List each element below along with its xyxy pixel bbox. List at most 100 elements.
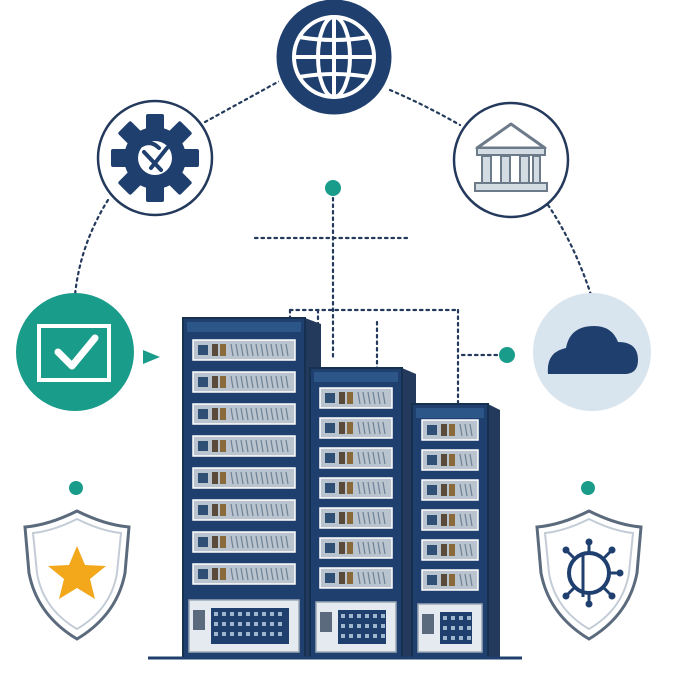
bank-building-icon xyxy=(452,101,570,219)
rack-top-bar xyxy=(314,372,398,382)
drive-vent-stripe xyxy=(240,535,244,549)
drive-vent-stripe xyxy=(275,471,279,485)
drive-vent-stripe xyxy=(372,511,376,525)
drive-vent-stripe xyxy=(357,571,361,585)
drive-vent-stripe xyxy=(377,481,381,495)
drive-vent-stripe xyxy=(240,439,244,453)
drive-vent-stripe xyxy=(250,375,254,389)
drive-vent-stripe xyxy=(382,511,386,525)
drive-status-light xyxy=(198,409,208,419)
drive-vent-stripe xyxy=(270,439,274,453)
drive-status-light xyxy=(325,543,335,553)
rack-power-switch xyxy=(193,610,205,630)
drive-vent-stripe xyxy=(382,451,386,465)
drive-vent-stripe xyxy=(240,407,244,421)
drive-vent-stripe xyxy=(382,391,386,405)
rack-port xyxy=(349,634,353,638)
drive-vent-stripe xyxy=(260,535,264,549)
drive-vent-stripe xyxy=(270,471,274,485)
rack-port xyxy=(373,624,377,628)
drive-indicator xyxy=(449,454,455,466)
rack-port xyxy=(222,622,226,626)
rack-port xyxy=(238,632,242,636)
drive-indicator xyxy=(449,484,455,496)
drive-vent-stripe xyxy=(270,503,274,517)
drive-indicator xyxy=(441,454,447,466)
drive-indicator xyxy=(449,514,455,526)
drive-vent-stripe xyxy=(235,567,239,581)
drive-indicator xyxy=(212,344,218,356)
drive-slot xyxy=(192,563,296,585)
rack-port xyxy=(254,622,258,626)
drive-vent-stripe xyxy=(265,567,269,581)
drive-vent-stripe xyxy=(230,407,234,421)
rack-port xyxy=(214,632,218,636)
drive-indicator xyxy=(212,408,218,420)
drive-vent-stripe xyxy=(464,423,468,437)
drive-status-light xyxy=(427,515,437,525)
drive-vent-stripe xyxy=(285,535,289,549)
drive-vent-stripe xyxy=(367,481,371,495)
right-rack xyxy=(411,403,500,659)
rack-port xyxy=(222,632,226,636)
drive-status-light xyxy=(198,505,208,515)
drive-vent-stripe xyxy=(250,503,254,517)
drive-status-light xyxy=(325,393,335,403)
rack-port-grid xyxy=(338,610,386,644)
rack-port xyxy=(357,634,361,638)
drive-slot xyxy=(192,499,296,521)
drive-status-light xyxy=(198,377,208,387)
drive-vent-stripe xyxy=(265,343,269,357)
drive-vent-stripe xyxy=(362,481,366,495)
drive-vent-stripe xyxy=(280,535,284,549)
drive-vent-stripe xyxy=(469,483,473,497)
drive-vent-stripe xyxy=(372,451,376,465)
rack-top-bar xyxy=(187,322,301,332)
drive-vent-stripe xyxy=(260,567,264,581)
drive-vent-stripe xyxy=(265,439,269,453)
drive-vent-stripe xyxy=(265,503,269,517)
drive-vent-stripe xyxy=(260,471,264,485)
drive-indicator xyxy=(339,392,345,404)
drive-vent-stripe xyxy=(285,567,289,581)
drive-slot xyxy=(319,537,393,559)
rack-port xyxy=(230,632,234,636)
node-dots xyxy=(69,180,595,495)
drive-vent-stripe xyxy=(372,571,376,585)
drive-status-light xyxy=(427,455,437,465)
drive-vent-stripe xyxy=(240,343,244,357)
drive-vent-stripe xyxy=(459,513,463,527)
drive-indicator xyxy=(347,452,353,464)
drive-vent-stripe xyxy=(230,375,234,389)
drive-vent-stripe xyxy=(265,535,269,549)
rack-port xyxy=(230,622,234,626)
drive-vent-stripe xyxy=(459,543,463,557)
rack-port xyxy=(262,612,266,616)
rack-port xyxy=(365,624,369,628)
rack-port xyxy=(270,612,274,616)
network-shield-icon xyxy=(535,509,643,641)
drive-slot xyxy=(319,507,393,529)
drive-vent-stripe xyxy=(362,421,366,435)
rack-port xyxy=(246,632,250,636)
drive-vent-stripe xyxy=(464,483,468,497)
drive-vent-stripe xyxy=(280,471,284,485)
drive-vent-stripe xyxy=(382,541,386,555)
rack-port xyxy=(230,612,234,616)
drive-vent-stripe xyxy=(235,471,239,485)
rack-port xyxy=(254,632,258,636)
drive-vent-stripe xyxy=(367,421,371,435)
rack-port xyxy=(246,612,250,616)
rack-port xyxy=(238,622,242,626)
drive-indicator xyxy=(441,574,447,586)
drive-vent-stripe xyxy=(285,503,289,517)
drive-vent-stripe xyxy=(240,503,244,517)
drive-status-light xyxy=(427,485,437,495)
drive-indicator xyxy=(220,408,226,420)
drive-vent-stripe xyxy=(459,573,463,587)
drive-vent-stripe xyxy=(357,421,361,435)
drive-vent-stripe xyxy=(245,471,249,485)
drive-vent-stripe xyxy=(245,343,249,357)
